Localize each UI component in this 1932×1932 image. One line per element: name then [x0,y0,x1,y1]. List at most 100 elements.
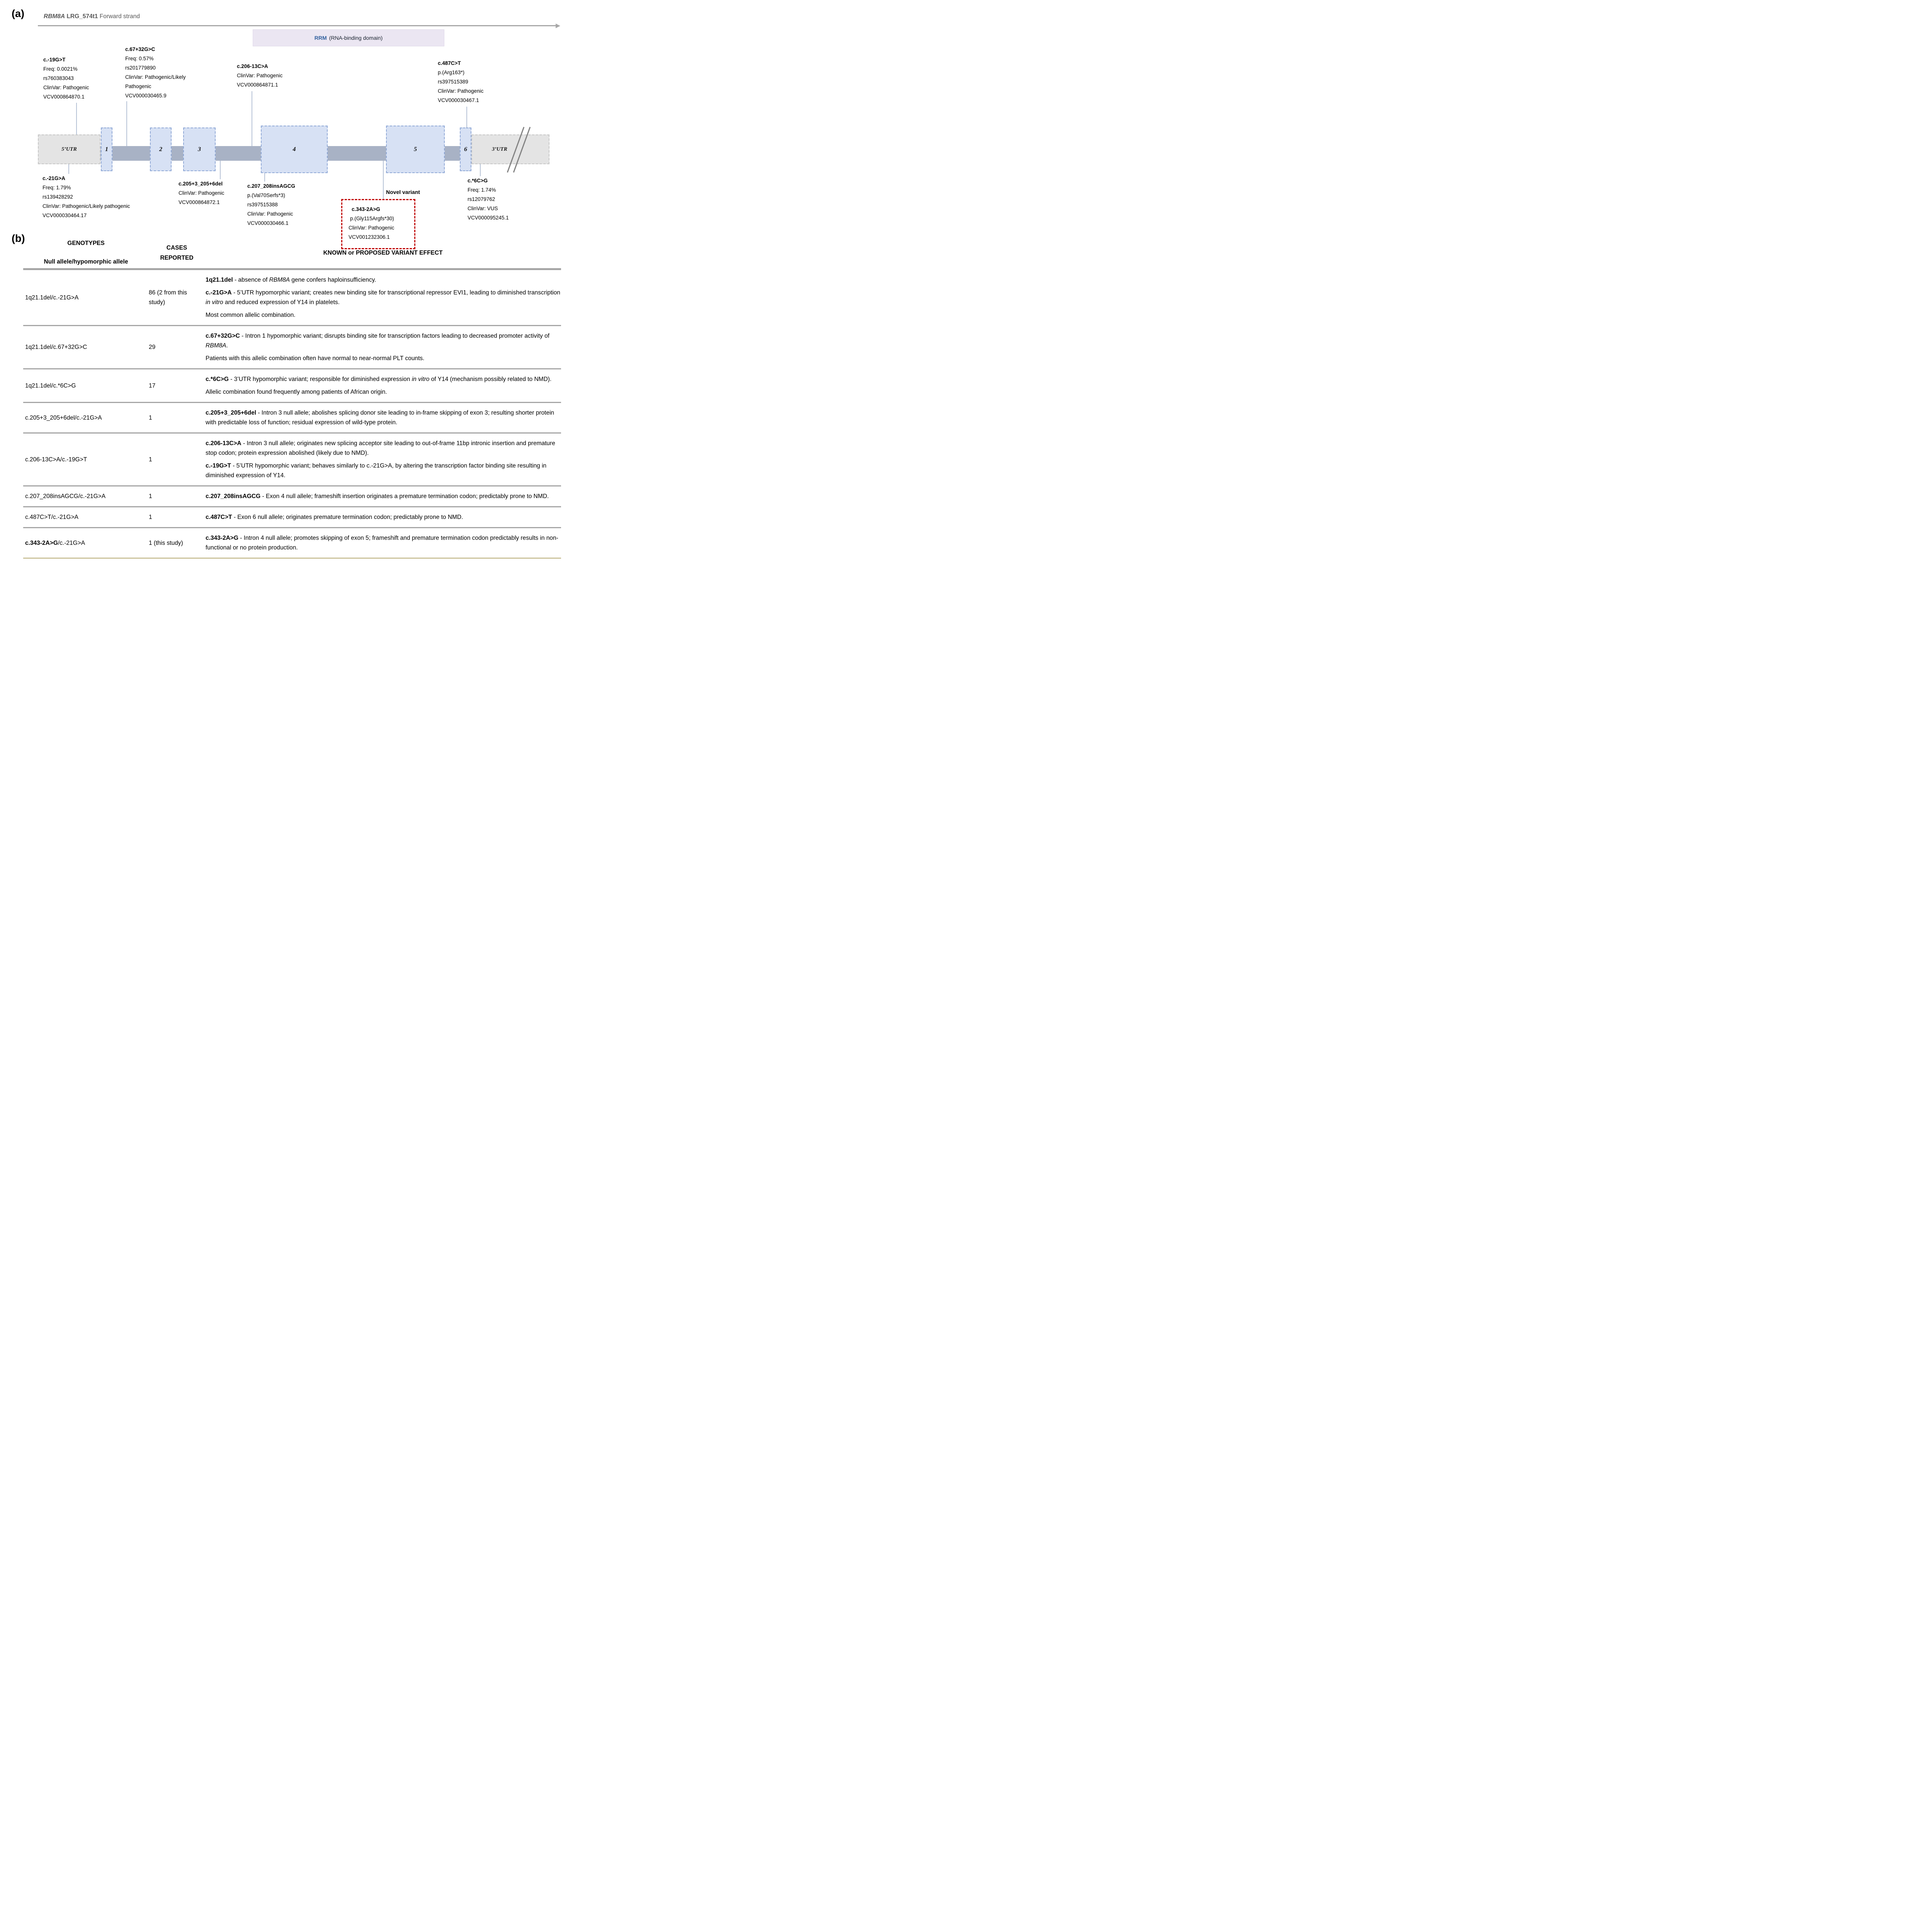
exon-number: 1 [105,146,108,153]
exon-number: 2 [159,146,162,153]
variant-line: VCV000030467.1 [438,97,479,103]
effect-paragraph: Most common allelic combination. [206,312,296,318]
cases-cell: 1 [149,514,152,520]
variant-line: VCV000864872.1 [179,199,220,205]
effect-paragraph: Patients with this allelic combination o… [206,355,425,362]
header-genotypes: GENOTYPES Null allele/hypomorphic allele [23,238,149,268]
genotype-cell: c.207_208insAGCG/c.-21G>A [25,493,106,500]
connector-line [466,107,467,128]
variant-name: c.205+3_205+6del [179,181,223,187]
effect-cell: c.67+32G>C - Intron 1 hypomorphic varian… [205,326,561,368]
variant-block-c67-32GC: c.67+32G>C Freq: 0.57% rs201779890 ClinV… [125,45,199,100]
variant-line: VCV000030464.17 [43,213,87,218]
header-genotypes-line2: Null allele/hypomorphic allele [44,259,128,265]
variant-line: VCV000030466.1 [247,220,289,226]
strand-arrow-line [38,25,556,26]
table-row: 1q21.1del/c.*6C>G 17 c.*6C>G - 3’UTR hyp… [23,368,561,402]
effect-paragraph: c.343-2A>G - Intron 4 null allele; promo… [206,535,558,551]
genotype-cell: c.205+3_205+6del/c.-21G>A [25,414,102,421]
variant-line: VCV000030465.9 [125,93,167,99]
utr3-label: 3’UTR [492,146,507,152]
effect-paragraph: c.-19G>T - 5’UTR hypomorphic variant; be… [206,463,547,479]
variant-line: Freq: 1.79% [43,185,71,190]
variant-name: c.-21G>A [43,175,65,181]
exon-number: 5 [414,146,417,153]
cases-cell: 1 [149,456,152,463]
table-row: c.343-2A>G /c.-21G>A 1 (this study) c.34… [23,527,561,558]
variant-line: ClinVar: Pathogenic [179,190,224,196]
genotype-cell: 1q21.1del/c.-21G>A [25,294,79,301]
strand-arrow-head-icon [556,23,560,28]
variant-block-c487CT: c.487C>T p.(Arg163*) rs397515389 ClinVar… [438,59,511,105]
variant-line: p.(Val70Serfs*3) [247,192,286,198]
effect-cell: c.487C>T - Exon 6 null allele; originate… [205,507,561,527]
effect-paragraph: 1q21.1del - absence of RBM8A gene confer… [206,277,376,283]
connector-line [126,101,127,146]
header-cases-line1: CASES [166,245,187,251]
header-genotypes-line1: GENOTYPES [67,240,105,247]
rrm-abbr: RRM [314,35,327,41]
table-header-row: GENOTYPES Null allele/hypomorphic allele… [23,238,561,270]
variant-line: rs397515389 [438,79,468,85]
genotype-table: GENOTYPES Null allele/hypomorphic allele… [23,238,561,559]
strand-label: Forward strand [99,13,140,20]
effect-cell: c.206-13C>A - Intron 3 null allele; orig… [205,434,561,485]
effect-paragraph: c.*6C>G - 3’UTR hypomorphic variant; res… [206,376,552,383]
effect-paragraph: Allelic combination found frequently amo… [206,389,387,395]
variant-line: ClinVar: Pathogenic [247,211,293,217]
variant-line: Freq: 0.0021% [43,66,78,72]
header-cases: CASES REPORTED [149,238,205,268]
genotype-cell: c.343-2A>G /c.-21G>A [25,539,85,546]
variant-line: VCV001232306.1 [349,234,390,240]
gene-title: RBM8A LRG_574t1 Forward strand [44,13,140,20]
connector-line [220,161,221,179]
cases-cell: 29 [149,344,156,350]
variant-line: ClinVar: Pathogenic [349,225,395,231]
effect-cell: c.343-2A>G - Intron 4 null allele; promo… [205,528,561,558]
exon-1-box: 1 [101,128,112,171]
variant-block-c-21GA: c.-21G>A Freq: 1.79% rs139428292 ClinVar… [43,174,151,220]
cases-cell: 1 [149,493,152,500]
cases-cell: 86 (2 from this study) [149,289,187,306]
genotype-cell: c.487C>T/c.-21G>A [25,514,78,520]
variant-line: VCV000864871.1 [237,82,278,88]
connector-line [76,103,77,134]
effect-paragraph: c.67+32G>C - Intron 1 hypomorphic varian… [206,333,549,349]
genotype-cell: c.206-13C>A/c.-19G>T [25,456,87,463]
variant-line: ClinVar: Pathogenic/Likely pathogenic [43,203,130,209]
genotype-cell: 1q21.1del/c.*6C>G [25,382,76,389]
variant-line: Freq: 0.57% [125,56,154,61]
variant-name: c.343-2A>G [352,206,380,212]
variant-block-c-19GT: c.-19G>T Freq: 0.0021% rs760383043 ClinV… [43,55,117,102]
transcript-id: LRG_574t1 [66,13,98,20]
table-row: 1q21.1del/c.67+32G>C 29 c.67+32G>C - Int… [23,325,561,368]
table-row: c.206-13C>A/c.-19G>T 1 c.206-13C>A - Int… [23,432,561,485]
connector-line [480,164,481,176]
variant-line: rs139428292 [43,194,73,200]
variant-line: ClinVar: Pathogenic [438,88,484,94]
rrm-domain-banner: RRM (RNA-binding domain) [253,29,444,46]
variant-block-c205del: c.205+3_205+6del ClinVar: Pathogenic VCV… [179,179,252,207]
effect-cell: c.207_208insAGCG - Exon 4 null allele; f… [205,486,561,506]
exon-4-box: 4 [261,126,328,173]
variant-line: rs12079762 [468,196,495,202]
exon-number: 3 [198,146,201,153]
effect-paragraph: c.-21G>A - 5’UTR hypomorphic variant; cr… [206,289,560,306]
variant-name: c.207_208insAGCG [247,183,295,189]
variant-line: rs760383043 [43,75,74,81]
table-row: c.205+3_205+6del/c.-21G>A 1 c.205+3_205+… [23,402,561,432]
cases-cell: 1 (this study) [149,539,183,546]
variant-block-c6CG: c.*6C>G Freq: 1.74% rs12079762 ClinVar: … [468,176,541,223]
effect-paragraph: c.487C>T - Exon 6 null allele; originate… [206,514,463,520]
variant-block-c207ins: c.207_208insAGCG p.(Val70Serfs*3) rs3975… [247,182,321,228]
table-row: c.207_208insAGCG/c.-21G>A 1 c.207_208ins… [23,485,561,506]
variant-line: rs201779890 [125,65,156,71]
variant-block-c206-13CA: c.206-13C>A ClinVar: Pathogenic VCV00086… [237,62,310,90]
effect-paragraph: c.205+3_205+6del - Intron 3 null allele;… [206,410,554,426]
connector-line [68,164,69,174]
utr5-label: 5’UTR [61,146,77,152]
novel-variant-label: Novel variant [386,189,420,195]
cases-cell: 1 [149,414,152,421]
variant-line: ClinVar: Pathogenic/Likely [125,74,186,80]
effect-cell: 1q21.1del - absence of RBM8A gene confer… [205,270,561,325]
